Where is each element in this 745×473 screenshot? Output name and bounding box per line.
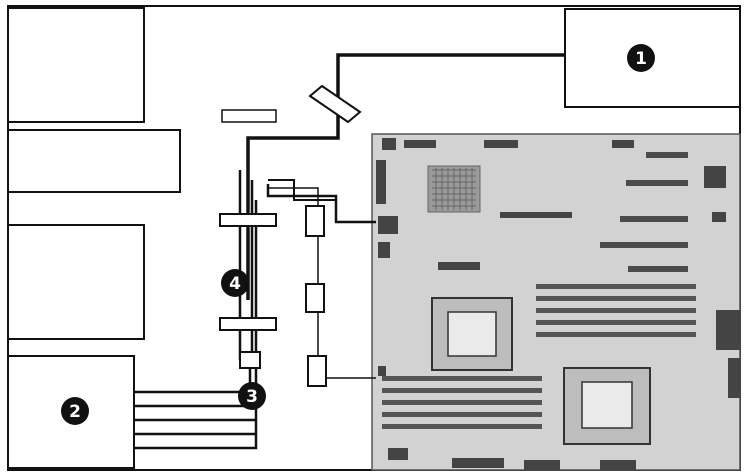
cable-connector [239,351,261,369]
dimm-slots-upper [536,284,696,337]
system-board [371,133,741,471]
callout-3-label: 3 [246,387,258,407]
callout-4: 4 [221,269,249,297]
drive-cable-a [134,360,252,394]
board-cable-1 [266,184,376,224]
cpu-socket-2 [563,367,651,445]
board-cable-1b [268,179,336,201]
cpu-socket-1 [431,297,513,371]
callout-4-label: 4 [229,274,241,294]
cable-clip-upper [219,213,277,227]
psu-cable [246,53,565,300]
cable-clips [219,84,362,387]
board-connectors [376,138,740,470]
cable-tie [308,84,362,124]
callout-2-label: 2 [69,402,81,422]
chipset-heatsink [427,165,481,213]
inline-fuse-2 [305,283,325,313]
drive-bay-top [7,7,145,123]
cable-label-tag [221,109,277,123]
inline-fuse-1 [305,205,325,237]
callout-2: 2 [61,397,89,425]
callout-1: 1 [627,44,655,72]
callout-3: 3 [238,382,266,410]
left-components [7,7,181,469]
drive-cable-e [134,200,258,450]
inline-fuse-3 [307,355,327,387]
optical-drive-bay [7,129,181,193]
cable-clip-lower [219,317,277,331]
expansion-slots [600,152,688,272]
dimm-slots-lower [382,376,542,429]
callout-1-label: 1 [635,49,647,69]
drive-bay-middle [7,224,145,340]
